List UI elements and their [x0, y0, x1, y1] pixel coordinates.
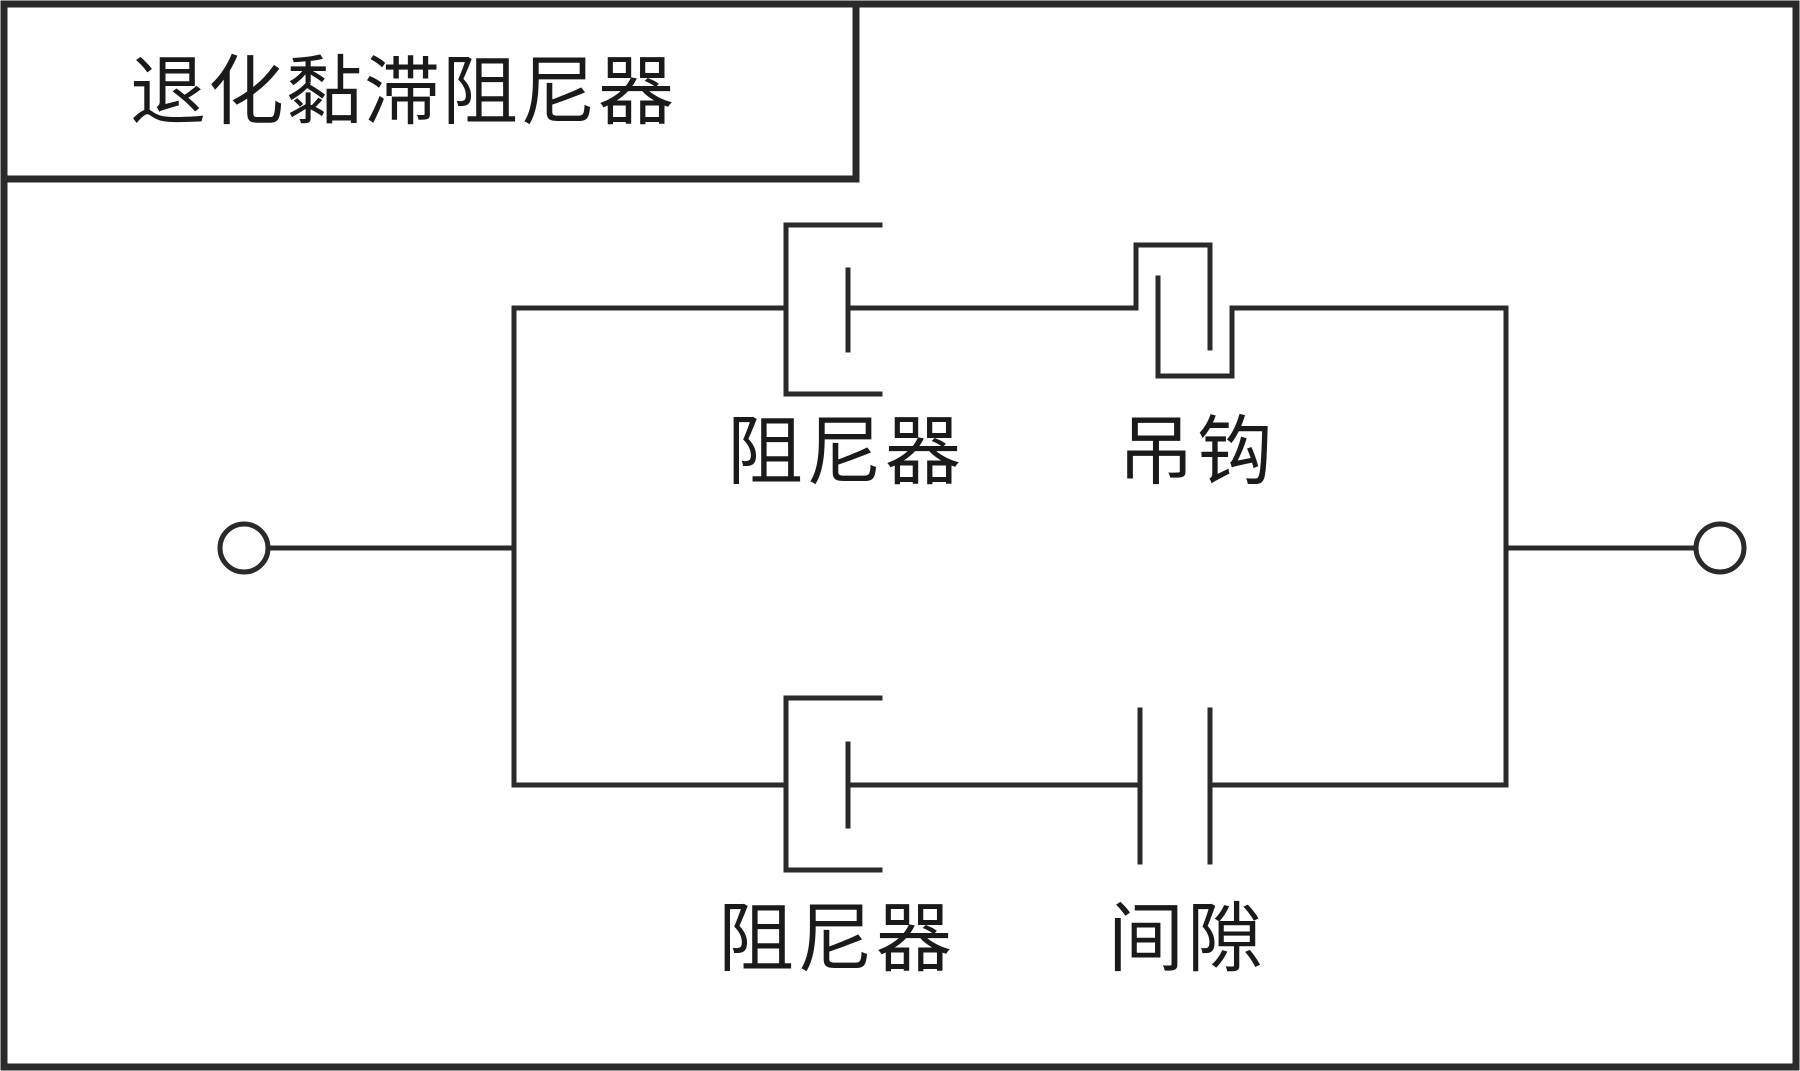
top-damper-label: 阻尼器: [727, 407, 964, 496]
bottom-damper-label: 阻尼器: [718, 894, 955, 983]
left-terminal: [217, 521, 515, 575]
top-branch: [511, 222, 1509, 397]
diagram-title: 退化黏滞阻尼器: [130, 47, 676, 136]
hook-label: 吊钩: [1118, 407, 1276, 496]
gap-label: 间隙: [1108, 894, 1266, 983]
title-box: [0, 0, 860, 183]
bottom-damper-cylinder: [783, 695, 883, 873]
top-damper-cylinder: [783, 222, 883, 397]
hook-outer: [1133, 242, 1213, 351]
hook-inner: [1155, 275, 1235, 379]
right-terminal: [1503, 521, 1747, 575]
bottom-branch: [511, 695, 1509, 873]
